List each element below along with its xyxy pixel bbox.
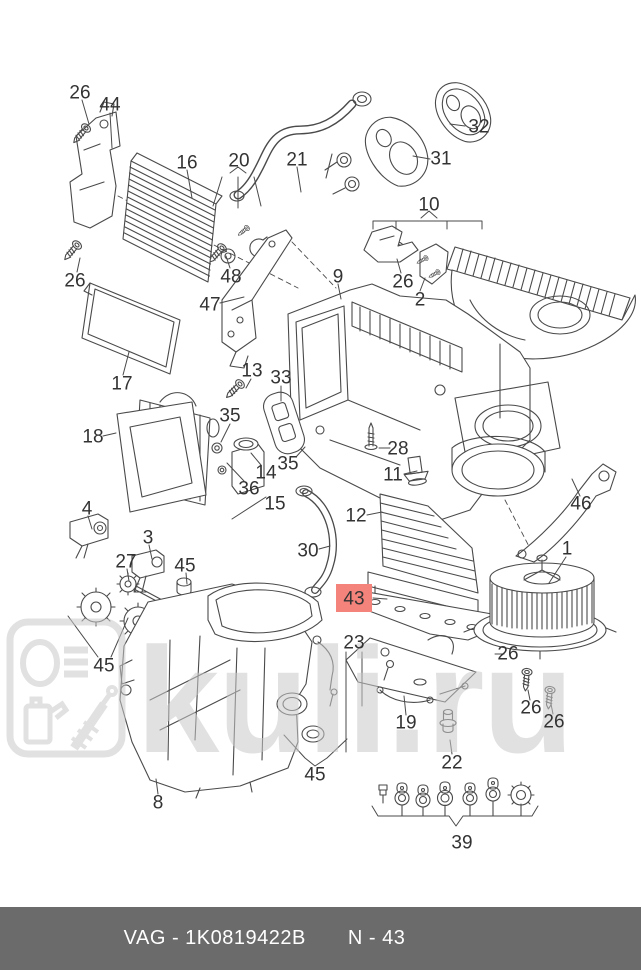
part-label-17-14[interactable]: 17 <box>111 374 132 395</box>
part-label-26-40[interactable]: 26 <box>543 712 564 733</box>
part-35-36-orings-drawing <box>211 442 227 475</box>
part-label-15-22[interactable]: 15 <box>264 494 285 515</box>
part-label-4-27[interactable]: 4 <box>82 499 93 520</box>
part-label-27-29[interactable]: 27 <box>115 552 136 573</box>
catalog-code: VAG - 1K0819422B <box>123 927 306 949</box>
watermark: kuli.ru <box>6 616 574 784</box>
kuli-logo-icon <box>6 618 126 758</box>
part-label-47-12[interactable]: 47 <box>199 295 220 316</box>
part-47-bracket-drawing <box>221 229 293 369</box>
part-28-stud-drawing <box>364 422 378 451</box>
part-label-18-18[interactable]: 18 <box>82 427 103 448</box>
part-3-servo-drawing <box>131 549 165 593</box>
part-11-retainer-drawing <box>403 455 429 486</box>
part-label-14-19[interactable]: 14 <box>255 463 277 484</box>
part-label-8-42[interactable]: 8 <box>153 793 164 814</box>
part-44-bracket-drawing <box>69 101 121 229</box>
part-22-nut-drawing <box>439 708 457 734</box>
part-14-expansion-valve-drawing <box>231 437 265 495</box>
exploded-diagram: kuli.ru 26441620213231102624894726171333… <box>6 82 636 854</box>
part-19-panel-drawing <box>345 637 477 704</box>
part-label-28-23[interactable]: 28 <box>387 439 408 460</box>
footer-bar: VAG - 1K0819422B N - 43 <box>0 907 641 970</box>
part-10-latch-drawing <box>363 225 419 263</box>
heater-pipes-drawing <box>324 152 360 195</box>
part-label-12-25[interactable]: 12 <box>345 506 366 527</box>
leader-lines <box>67 99 581 827</box>
part-label-20-3[interactable]: 20 <box>228 151 249 172</box>
housing-outlet-dome-drawing <box>451 435 546 497</box>
part-45-grommet-drawing <box>176 577 192 596</box>
part-8-lower-housing-drawing <box>119 582 325 799</box>
part-label-26-13[interactable]: 26 <box>64 271 85 292</box>
part-label-48-10[interactable]: 48 <box>220 267 241 288</box>
part-label-26-36[interactable]: 26 <box>497 644 518 665</box>
part-label-30-26[interactable]: 30 <box>297 541 318 562</box>
part-label-45-41[interactable]: 45 <box>304 765 325 786</box>
part-label-1-35[interactable]: 1 <box>562 539 573 560</box>
part-label-9-11[interactable]: 9 <box>333 267 344 288</box>
part-label-13-15[interactable]: 13 <box>241 361 262 382</box>
part-39-sensors-row-drawing <box>378 777 535 817</box>
part-label-23-33[interactable]: 23 <box>343 633 364 654</box>
part-label-31-6[interactable]: 31 <box>430 149 451 170</box>
part-label-46-34[interactable]: 46 <box>570 494 591 515</box>
highlighted-part-box[interactable] <box>336 584 372 612</box>
part-label-19-37[interactable]: 19 <box>395 713 416 734</box>
part-12-cabin-filter-drawing <box>367 493 479 621</box>
part-label-22-38[interactable]: 22 <box>441 753 462 774</box>
part-label-26-0[interactable]: 26 <box>69 83 90 104</box>
part-31-grommet-drawing <box>364 116 429 187</box>
part-1-blower-motor-drawing <box>463 554 617 660</box>
part-label-36-20[interactable]: 36 <box>238 479 259 500</box>
part-label-43-32[interactable]: 43 <box>343 589 364 610</box>
part-label-2-9[interactable]: 2 <box>415 290 426 311</box>
part-16-heater-core-drawing <box>122 152 223 283</box>
part-label-26-39[interactable]: 26 <box>520 698 541 719</box>
part-label-32-5[interactable]: 32 <box>468 117 489 138</box>
part-21-hose-drawing <box>229 91 372 202</box>
part-label-39-43[interactable]: 39 <box>451 833 472 854</box>
part-label-44-1[interactable]: 44 <box>99 95 121 116</box>
part-18-evaporator-frame-drawing <box>116 392 220 513</box>
part-4-servo-drawing <box>69 513 109 559</box>
part-23-levers-drawing <box>312 635 454 707</box>
part-label-33-16[interactable]: 33 <box>270 368 291 389</box>
part-label-45-30[interactable]: 45 <box>174 556 195 577</box>
part-2-mount-drawing <box>415 243 449 285</box>
part-label-10-7[interactable]: 10 <box>418 195 439 216</box>
part-label-21-4[interactable]: 21 <box>286 150 307 171</box>
part-label-3-28[interactable]: 3 <box>143 528 154 549</box>
part-32-grommet-drawing <box>434 82 492 143</box>
page-number: N - 43 <box>347 927 406 949</box>
part-17-condenser-drawing <box>81 282 181 375</box>
part-label-35-17[interactable]: 35 <box>219 406 240 427</box>
part-label-35-21[interactable]: 35 <box>277 454 298 475</box>
part-label-45-31[interactable]: 45 <box>93 656 114 677</box>
part-33-grommet-drawing <box>262 391 306 455</box>
part-label-26-8[interactable]: 26 <box>392 272 413 293</box>
watermark-text: kuli.ru <box>136 616 572 784</box>
part-46-bracket-drawing <box>515 463 617 563</box>
part-label-11-24[interactable]: 11 <box>383 465 403 486</box>
part-30-hose-drawing <box>295 485 337 598</box>
part-label-16-2[interactable]: 16 <box>176 153 197 174</box>
